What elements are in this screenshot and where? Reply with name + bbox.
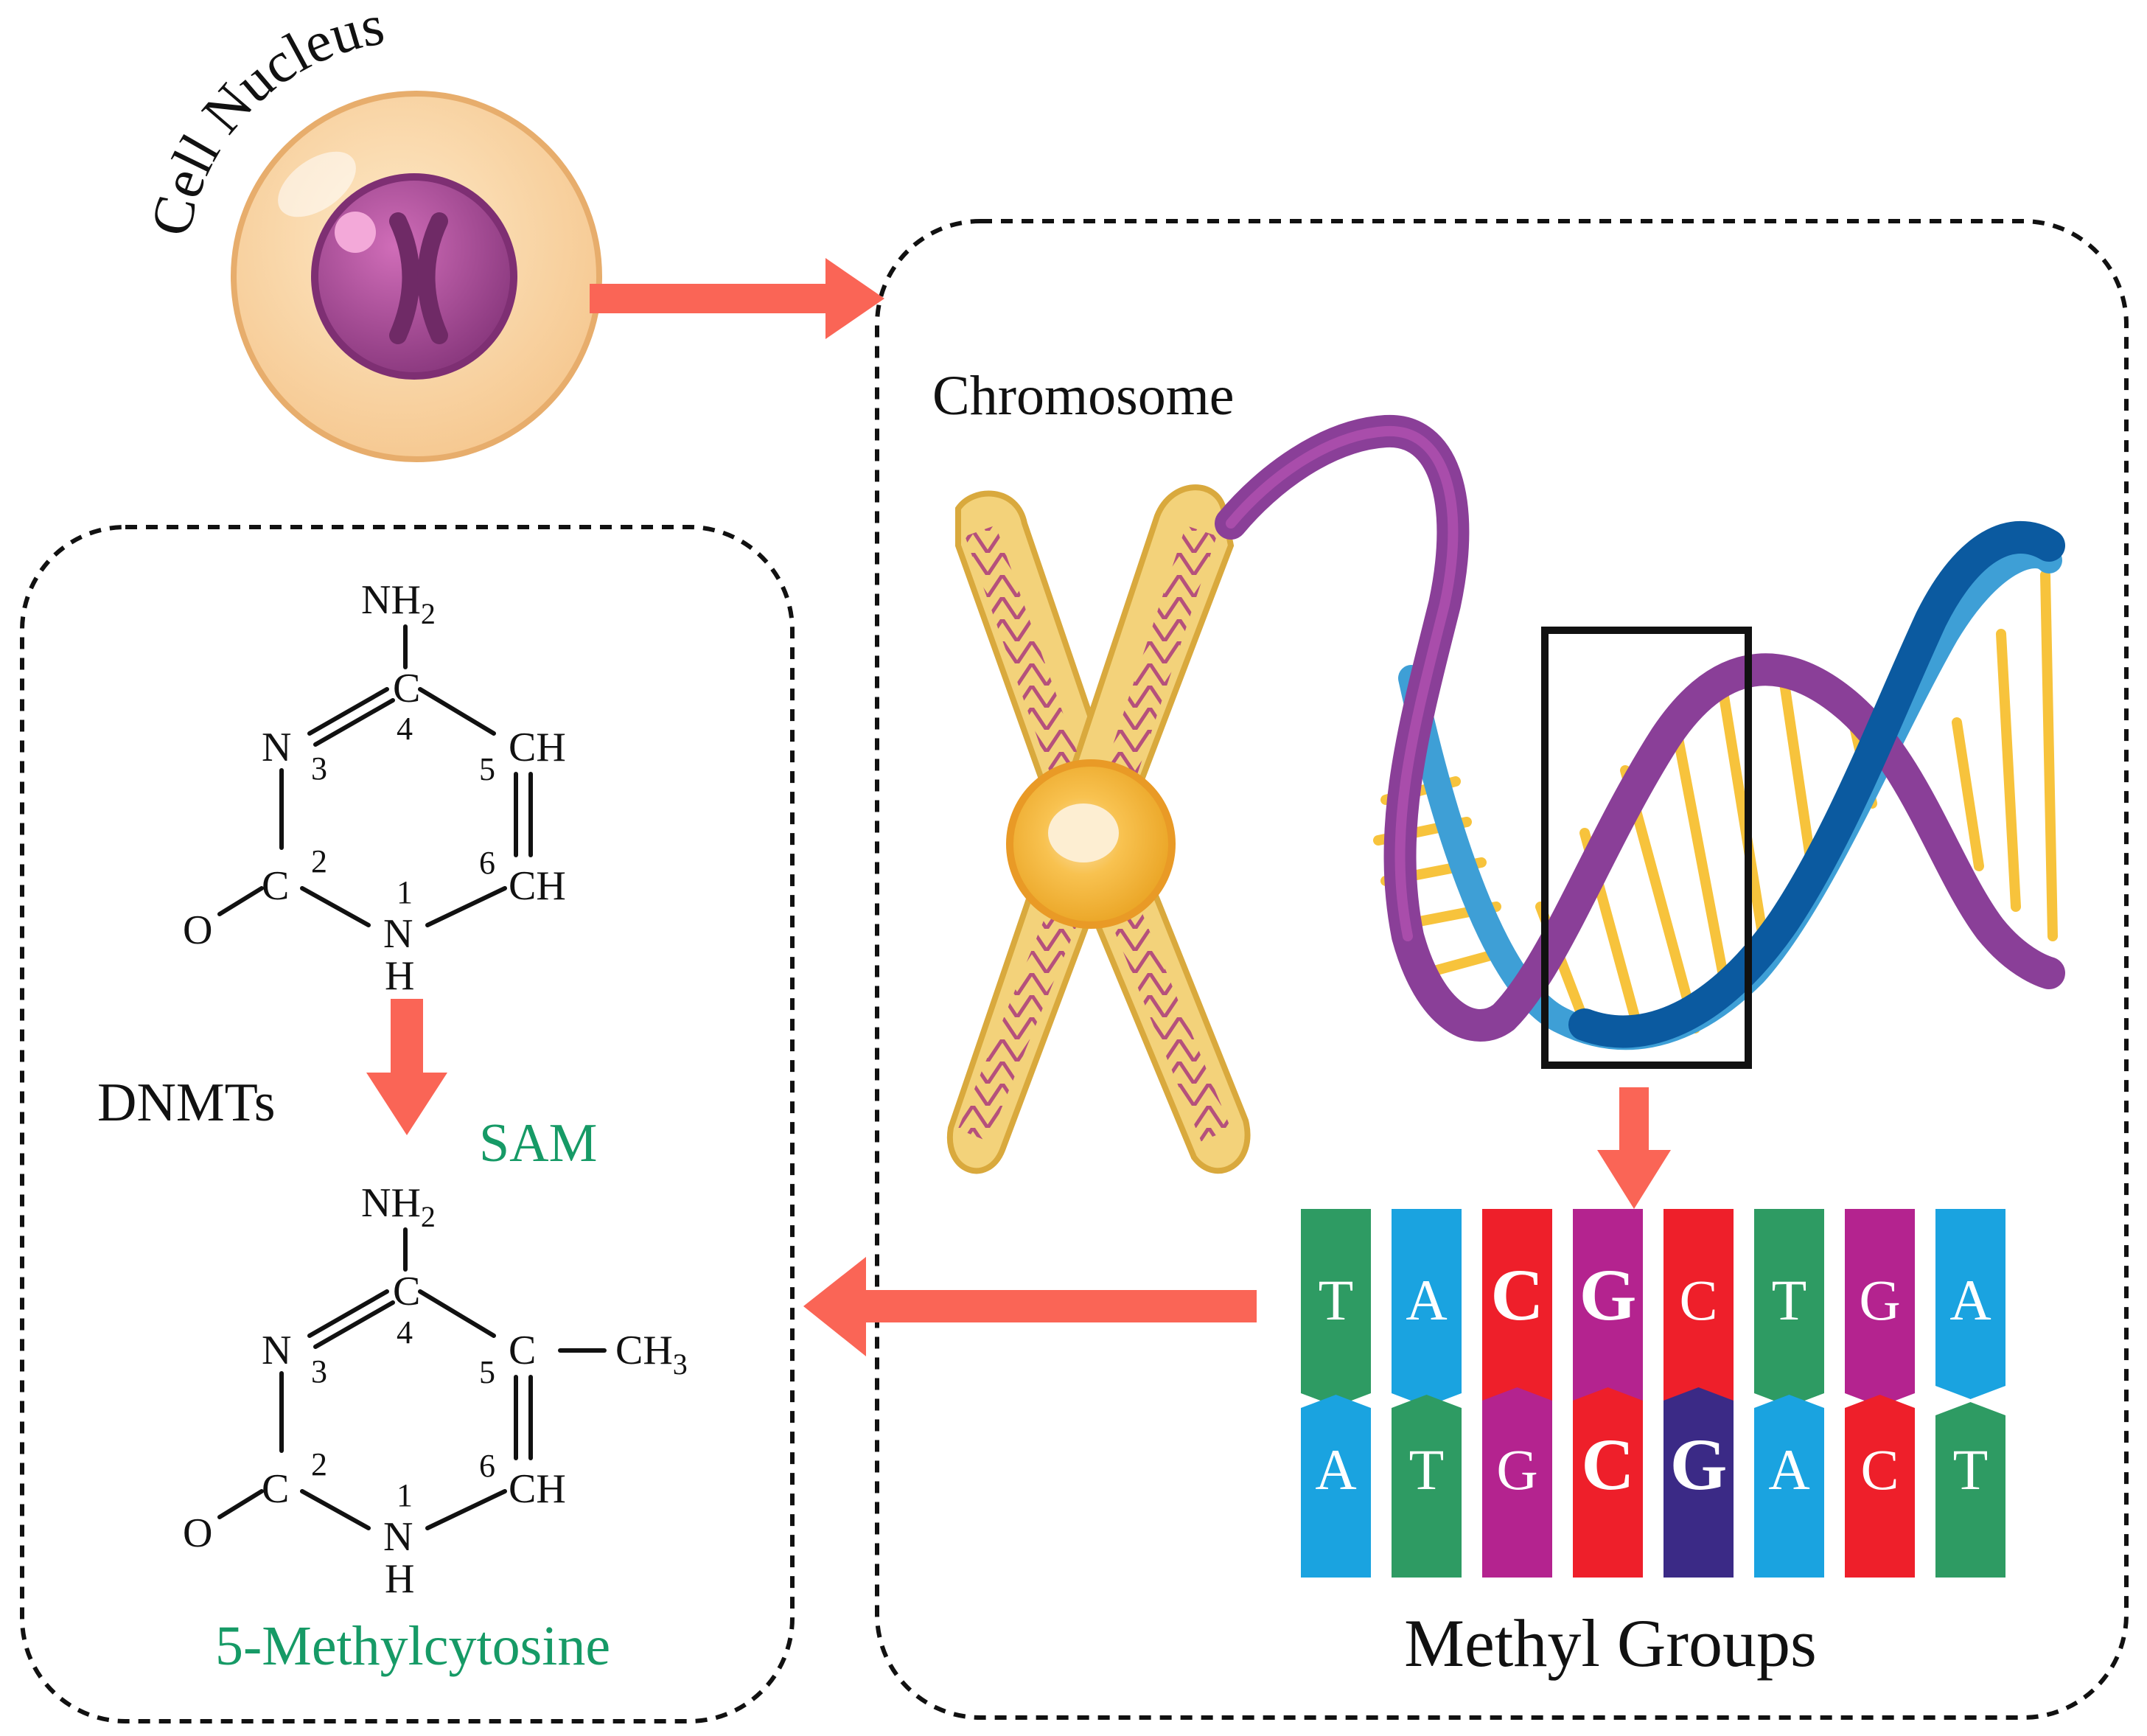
methylcytosine-nh2: NH2 xyxy=(361,1180,436,1233)
arrow-methylation-reaction xyxy=(366,999,447,1135)
dna-base-block xyxy=(1482,1209,1552,1414)
dna-base-top-3: G xyxy=(1573,1209,1643,1414)
dna-base-letter: C xyxy=(1860,1437,1899,1502)
methylcytosine-o: O xyxy=(183,1510,212,1556)
dna-base-bottom-3: C xyxy=(1573,1387,1643,1578)
cytosine-c4: C xyxy=(393,666,420,711)
dna-helix-illustration xyxy=(1215,414,2065,1069)
dna-base-bottom-6: C xyxy=(1845,1395,1915,1578)
arrow-to-chemistry xyxy=(803,1257,1257,1356)
methyl-groups-label: Methyl Groups xyxy=(1404,1606,1817,1681)
dnmts-label: DNMTs xyxy=(97,1073,276,1133)
svg-text:4: 4 xyxy=(397,1314,413,1350)
methylcytosine-c2: C xyxy=(262,1466,289,1512)
dna-base-letter: C xyxy=(1679,1268,1717,1332)
dna-segment-highlight-box xyxy=(1541,627,1752,1069)
cytosine-n3: N xyxy=(262,725,291,770)
dna-base-bottom-0: A xyxy=(1301,1395,1371,1578)
cytosine-h: H xyxy=(385,953,414,999)
svg-text:3: 3 xyxy=(311,750,327,787)
svg-text:2: 2 xyxy=(311,1446,327,1482)
dna-base-block xyxy=(1664,1387,1734,1578)
dna-base-letter: A xyxy=(1949,1268,1991,1332)
dna-base-block xyxy=(1482,1387,1552,1578)
cytosine-o: O xyxy=(183,907,212,953)
svg-text:5: 5 xyxy=(479,1354,495,1390)
svg-text:6: 6 xyxy=(479,1448,495,1484)
dna-base-block xyxy=(1301,1395,1371,1578)
dna-base-block xyxy=(1301,1209,1371,1406)
dna-base-letter: C xyxy=(1490,1254,1543,1336)
dna-base-block xyxy=(1754,1209,1824,1406)
dna-base-letter: G xyxy=(1579,1254,1637,1336)
dna-base-bottom-5: A xyxy=(1754,1395,1824,1578)
chromosome-label: Chromosome xyxy=(932,365,1235,427)
dna-base-top-5: T xyxy=(1754,1209,1824,1406)
methylcytosine-c6: CH xyxy=(509,1466,566,1512)
dna-base-top-4: C xyxy=(1664,1209,1734,1414)
svg-text:4: 4 xyxy=(397,711,413,747)
arrow-to-bases xyxy=(1597,1087,1671,1209)
dna-base-block xyxy=(1392,1395,1462,1578)
dna-base-bottom-1: T xyxy=(1392,1395,1462,1578)
dna-base-bottom-2: G xyxy=(1482,1387,1552,1578)
methylcytosine-n3: N xyxy=(262,1328,291,1373)
dna-base-letter: A xyxy=(1315,1437,1356,1502)
dna-base-letter: T xyxy=(1772,1268,1807,1332)
dna-base-top-0: T xyxy=(1301,1209,1371,1406)
methylcytosine-c5: C xyxy=(509,1328,536,1373)
dna-base-letter: A xyxy=(1406,1268,1447,1332)
dna-base-letter: T xyxy=(1409,1437,1445,1502)
dna-base-block xyxy=(1664,1209,1734,1414)
methylcytosine-n1: N xyxy=(383,1514,413,1560)
dna-base-letter: C xyxy=(1581,1423,1634,1505)
dna-base-block xyxy=(1392,1209,1462,1406)
dna-base-top-6: G xyxy=(1845,1209,1915,1406)
dna-base-block xyxy=(1935,1209,2005,1399)
dna-base-block xyxy=(1573,1387,1643,1578)
cytosine-nh2: NH2 xyxy=(361,577,436,630)
dna-base-bottom-7: T xyxy=(1935,1402,2005,1578)
cytosine-c6: CH xyxy=(509,863,566,909)
cell-nucleus-illustration xyxy=(231,91,602,462)
dna-base-block xyxy=(1935,1402,2005,1578)
chromosome-illustration xyxy=(946,484,1251,1174)
svg-text:1: 1 xyxy=(397,1477,413,1513)
chemistry-panel xyxy=(20,525,795,1723)
dna-base-block xyxy=(1573,1209,1643,1414)
methylcytosine-ch3: CH3 xyxy=(615,1328,688,1381)
chromosome-panel xyxy=(875,219,2129,1720)
dna-base-letter: G xyxy=(1859,1268,1900,1332)
dna-base-letter: T xyxy=(1953,1437,1989,1502)
svg-text:2: 2 xyxy=(311,843,327,879)
cytosine-c2: C xyxy=(262,863,289,909)
svg-text:6: 6 xyxy=(479,845,495,881)
svg-text:3: 3 xyxy=(311,1353,327,1390)
methylcytosine-structure: NH2 C 4 N 3 5 C CH3 6 CH C 2 O 1 N H xyxy=(183,1180,688,1602)
product-label: 5-Methylcytosine xyxy=(215,1615,610,1677)
cytosine-c5: CH xyxy=(509,725,566,770)
dna-base-bottom-4: G xyxy=(1664,1387,1734,1578)
dna-base-block xyxy=(1845,1395,1915,1578)
dna-base-block xyxy=(1754,1395,1824,1578)
methylcytosine-c4: C xyxy=(393,1269,420,1314)
dna-base-top-2: C xyxy=(1482,1209,1552,1414)
dna-base-top-7: A xyxy=(1935,1209,2005,1399)
dna-base-letter: G xyxy=(1670,1423,1728,1505)
methylcytosine-h: H xyxy=(385,1556,414,1602)
dna-base-letter: G xyxy=(1496,1437,1537,1502)
dna-base-letter: A xyxy=(1768,1437,1809,1502)
cytosine-structure: NH2 C 4 N 3 5 CH 6 CH C 2 O 1 N H xyxy=(183,577,566,999)
sam-label: SAM xyxy=(479,1113,597,1174)
dna-base-letter: T xyxy=(1319,1268,1354,1332)
svg-text:1: 1 xyxy=(397,874,413,910)
cytosine-n1: N xyxy=(383,911,413,957)
dna-base-block xyxy=(1845,1209,1915,1406)
dna-base-top-1: A xyxy=(1392,1209,1462,1406)
arrow-to-chromosome xyxy=(590,258,884,339)
svg-text:5: 5 xyxy=(479,751,495,787)
